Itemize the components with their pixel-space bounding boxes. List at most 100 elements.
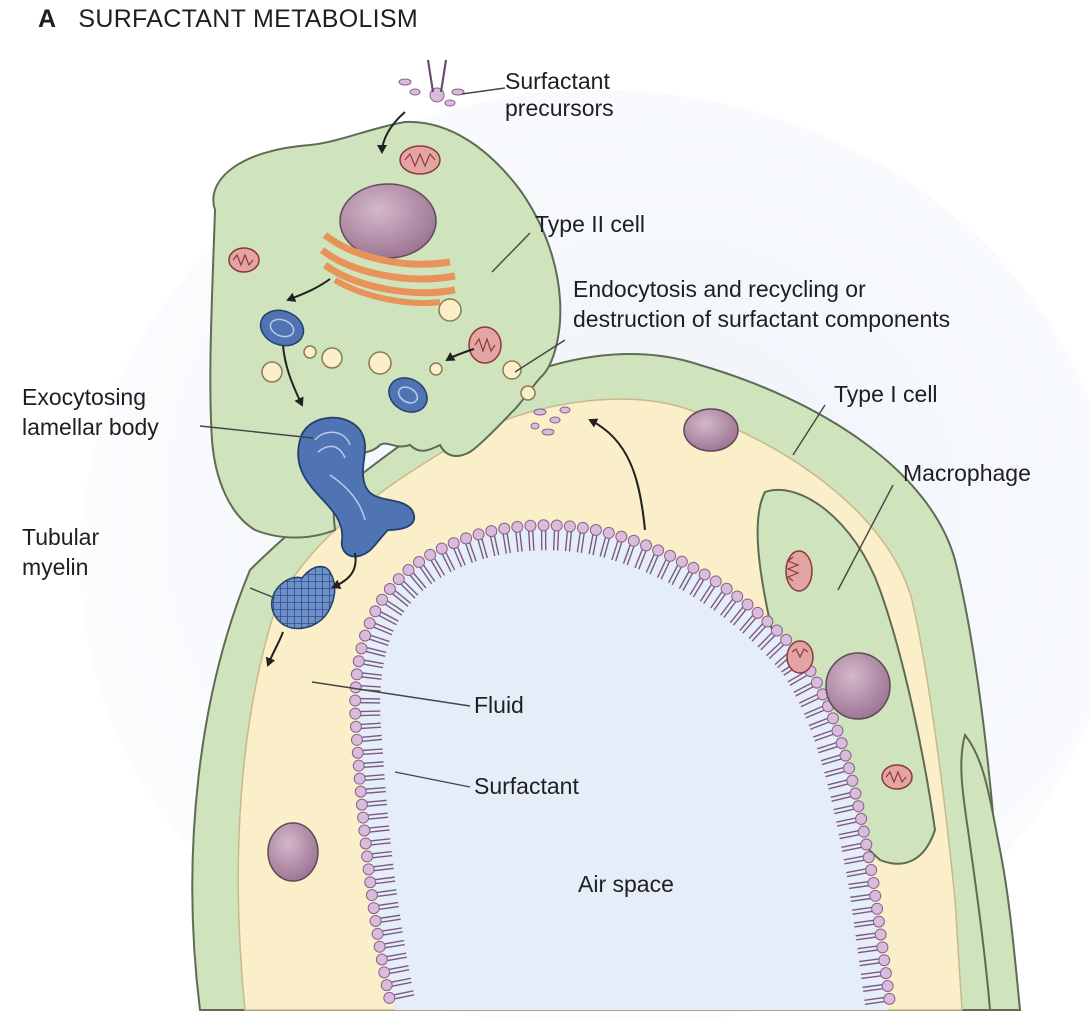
phospholipid-head <box>354 773 365 784</box>
phospholipid-head <box>359 825 370 836</box>
phospholipid-head <box>377 594 388 605</box>
nucleus-icon <box>826 653 890 719</box>
phospholipid-head <box>577 522 588 533</box>
phospholipid-head <box>551 520 562 531</box>
label-surfactant-precursors: Surfactant precursors <box>505 68 614 122</box>
phospholipid-head <box>616 531 627 542</box>
phospholipid-head <box>870 890 881 901</box>
phospholipid-head <box>858 826 869 837</box>
mitochondrion-icon <box>229 248 259 272</box>
phospholipid-head <box>847 775 858 786</box>
phospholipid-head <box>374 941 385 952</box>
phospholipid-head <box>873 916 884 927</box>
phospholipid-head <box>676 556 687 567</box>
phospholipid-head <box>863 852 874 863</box>
phospholipid-head <box>628 535 639 546</box>
phospholipid-head <box>425 549 436 560</box>
phospholipid-head <box>356 799 367 810</box>
label-type-ii-cell: Type II cell <box>535 211 645 238</box>
phospholipid-head <box>836 738 847 749</box>
phospholipid-head <box>771 625 782 636</box>
phospholipid-head <box>393 574 404 585</box>
phospholipid-head <box>879 955 890 966</box>
label-tubular-myelin: Tubular myelin <box>22 522 99 582</box>
phospholipid-head <box>877 942 888 953</box>
phospholipid-head <box>850 788 861 799</box>
nucleus-icon <box>684 409 738 451</box>
phospholipid-head <box>350 721 361 732</box>
phospholipid-head <box>844 763 855 774</box>
mitochondrion-icon <box>786 551 812 591</box>
phospholipid-head <box>370 915 381 926</box>
phospholipid-head <box>364 618 375 629</box>
phospholipid-head <box>353 656 364 667</box>
phospholipid-head <box>350 695 361 706</box>
phospholipid-head <box>366 890 377 901</box>
phospholipid-head <box>351 734 362 745</box>
phospholipid-head <box>856 813 867 824</box>
phospholipid-head <box>840 750 851 761</box>
phospholipid-head <box>603 527 614 538</box>
phospholipid-head <box>384 992 395 1003</box>
phospholipid-head <box>368 903 379 914</box>
mitochondrion-icon <box>787 641 813 673</box>
phospholipid-head <box>641 540 652 551</box>
phospholipid-head <box>486 526 497 537</box>
label-surfactant: Surfactant <box>474 773 579 800</box>
phospholipid-head <box>384 584 395 595</box>
phospholipid-head <box>564 521 575 532</box>
phospholipid-head <box>360 838 371 849</box>
phospholipid-head <box>376 954 387 965</box>
phospholipid-head <box>403 565 414 576</box>
phospholipid-head <box>350 708 361 719</box>
phospholipid-head <box>353 760 364 771</box>
phospholipid-head <box>699 569 710 580</box>
phospholipid-head <box>461 533 472 544</box>
phospholipid-head <box>868 877 879 888</box>
phospholipid-head <box>872 903 883 914</box>
label-endocytosis: Endocytosis and recycling or destruction… <box>573 274 950 334</box>
nucleus-icon <box>268 823 318 881</box>
label-macrophage: Macrophage <box>903 460 1031 487</box>
figure-title: ASURFACTANT METABOLISM <box>38 6 418 33</box>
phospholipid-head <box>370 606 381 617</box>
phospholipid-head <box>866 865 877 876</box>
phospholipid-head <box>811 677 822 688</box>
title-text: SURFACTANT METABOLISM <box>78 5 418 33</box>
phospholipid-head <box>352 747 363 758</box>
phospholipid-head <box>688 562 699 573</box>
phospholipid-head <box>381 980 392 991</box>
phospholipid-head <box>351 669 362 680</box>
phospholipid-head <box>414 557 425 568</box>
phospholipid-head <box>448 538 459 549</box>
phospholipid-head <box>732 591 743 602</box>
nucleus-icon <box>340 184 436 258</box>
phospholipid-head <box>499 523 510 534</box>
phospholipid-head <box>590 525 601 536</box>
phospholipid-head <box>832 725 843 736</box>
phospholipid-head <box>653 545 664 556</box>
phospholipid-head <box>721 583 732 594</box>
phospholipid-head <box>853 801 864 812</box>
phospholipid-head <box>742 599 753 610</box>
phospholipid-head <box>436 543 447 554</box>
phospholipid-head <box>875 929 886 940</box>
phospholipid-head <box>781 634 792 645</box>
phospholipid-head <box>525 520 536 531</box>
phospholipid-head <box>827 713 838 724</box>
phospholipid-head <box>363 864 374 875</box>
phospholipid-head <box>362 851 373 862</box>
phospholipid-head <box>365 877 376 888</box>
mitochondrion-icon <box>469 327 501 363</box>
phospholipid-head <box>473 529 484 540</box>
phospholipid-head <box>356 643 367 654</box>
label-fluid: Fluid <box>474 692 524 719</box>
phospholipid-head <box>882 980 893 991</box>
mitochondrion-icon <box>882 765 912 789</box>
mitochondrion-icon <box>400 146 440 174</box>
label-exocytosing-lamellar-body: Exocytosing lamellar body <box>22 382 159 442</box>
phospholipid-head <box>358 812 369 823</box>
phospholipid-head <box>372 928 383 939</box>
label-air-space: Air space <box>578 871 674 898</box>
